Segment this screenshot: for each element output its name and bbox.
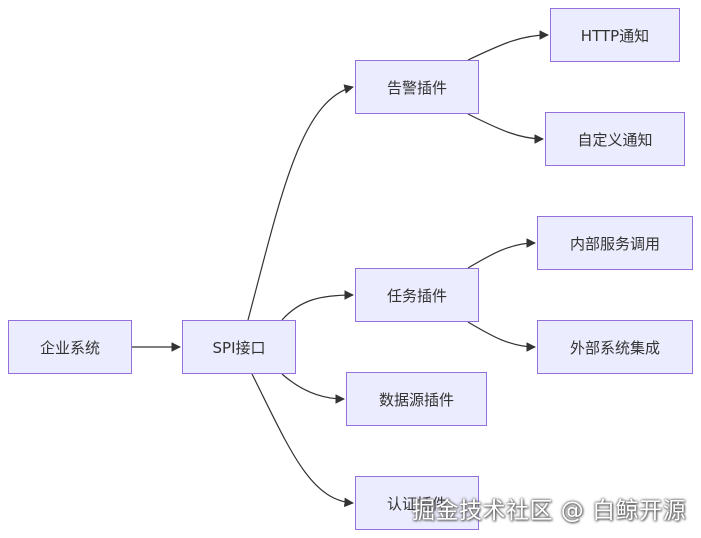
node-label: 内部服务调用 xyxy=(569,234,660,253)
watermark: 掘金技术社区 @ 白鲸开源 xyxy=(412,498,687,524)
node-custom-notify: 自定义通知 xyxy=(545,112,685,166)
edge-spi-to-alert xyxy=(247,84,354,321)
edge-spi-to-auth xyxy=(251,373,354,508)
node-task-plugin: 任务插件 xyxy=(355,268,479,322)
edge-task-to-internal xyxy=(467,238,536,269)
node-label: 任务插件 xyxy=(386,286,447,305)
edge-task-to-external xyxy=(467,321,536,352)
node-internal-service-call: 内部服务调用 xyxy=(537,216,693,270)
node-label: 自定义通知 xyxy=(577,130,653,149)
node-label: 企业系统 xyxy=(39,338,100,357)
node-label: SPI接口 xyxy=(212,338,266,357)
edge-spi-to-task xyxy=(281,290,354,321)
node-label: HTTP通知 xyxy=(580,26,650,45)
node-label: 告警插件 xyxy=(386,78,447,97)
node-label: 数据源插件 xyxy=(378,390,454,409)
edge-spi-to-datasource xyxy=(281,373,345,404)
node-label: 外部系统集成 xyxy=(569,338,660,357)
node-datasource-plugin: 数据源插件 xyxy=(346,372,487,426)
node-spi-interface: SPI接口 xyxy=(182,320,296,374)
node-alert-plugin: 告警插件 xyxy=(355,60,479,114)
node-external-system-integration: 外部系统集成 xyxy=(537,320,693,374)
node-enterprise-system: 企业系统 xyxy=(8,320,132,374)
edge-alert-to-http xyxy=(467,30,549,61)
edge-alert-to-custom xyxy=(467,113,544,144)
node-auth-plugin: 认证插件 xyxy=(355,476,479,530)
node-label: 认证插件 xyxy=(386,494,447,513)
node-http-notify: HTTP通知 xyxy=(550,8,680,62)
